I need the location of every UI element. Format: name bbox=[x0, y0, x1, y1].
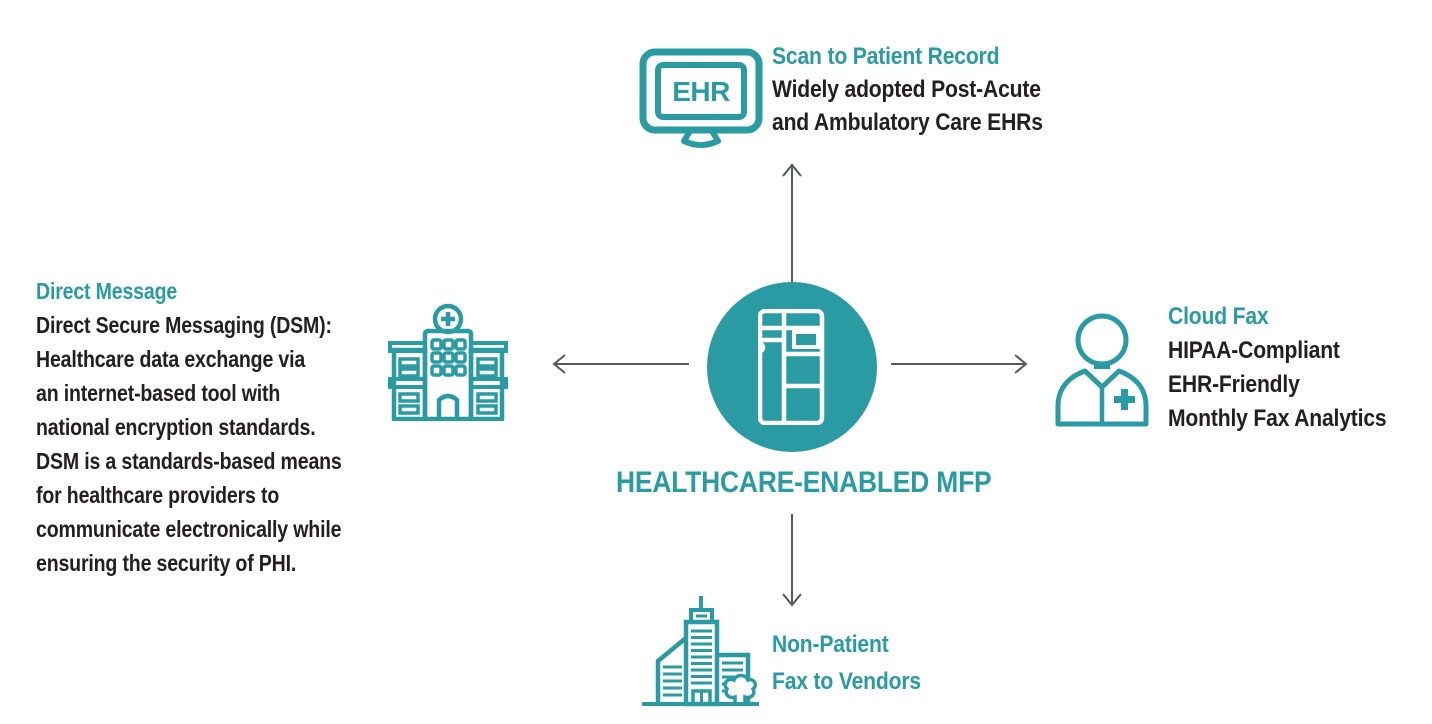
non-patient-fax-block: Non-Patient Fax to Vendors bbox=[772, 626, 921, 700]
scan-body-line: and Ambulatory Care EHRs bbox=[772, 109, 1043, 136]
direct-message-line: Healthcare data exchange via bbox=[36, 346, 306, 372]
arrow-up bbox=[782, 163, 802, 282]
doctor-icon bbox=[1055, 313, 1149, 427]
arrow-down bbox=[782, 514, 802, 607]
direct-message-line: Direct Secure Messaging (DSM): bbox=[36, 312, 332, 338]
scan-to-patient-record-heading: Scan to Patient Record bbox=[772, 43, 1000, 70]
ehr-monitor-icon: EHR bbox=[639, 48, 763, 148]
cloud-fax-heading: Cloud Fax bbox=[1168, 303, 1269, 330]
center-hub-label: HEALTHCARE-ENABLED MFP bbox=[616, 466, 992, 499]
cloud-fax-line: HIPAA-Compliant bbox=[1168, 337, 1340, 364]
tree-shape bbox=[723, 673, 757, 704]
direct-message-line: communicate electronically while bbox=[36, 516, 342, 542]
non-patient-heading-line: Non-Patient bbox=[772, 631, 889, 658]
direct-message-line: for healthcare providers to bbox=[36, 482, 280, 508]
scan-body-line: Widely adopted Post-Acute bbox=[772, 76, 1041, 103]
direct-message-line: DSM is a standards-based means bbox=[36, 448, 342, 474]
mfp-device-icon bbox=[758, 309, 825, 425]
direct-message-block: Direct Message Direct Secure Messaging (… bbox=[36, 274, 342, 580]
scan-to-patient-record-block: Scan to Patient Record Widely adopted Po… bbox=[772, 40, 1043, 139]
center-hub-circle bbox=[707, 282, 877, 452]
direct-message-line: an internet-based tool with bbox=[36, 380, 281, 406]
non-patient-heading-line: Fax to Vendors bbox=[772, 668, 921, 695]
direct-message-heading: Direct Message bbox=[36, 278, 178, 304]
direct-message-line: ensuring the security of PHI. bbox=[36, 550, 297, 576]
cloud-fax-line: Monthly Fax Analytics bbox=[1168, 405, 1387, 432]
direct-message-line: national encryption standards. bbox=[36, 414, 316, 440]
arrow-left bbox=[552, 354, 689, 374]
cloud-fax-line: EHR-Friendly bbox=[1168, 371, 1300, 398]
ehr-screen-label: EHR bbox=[672, 76, 730, 107]
arrow-right bbox=[891, 354, 1028, 374]
hospital-icon bbox=[388, 303, 508, 421]
cloud-fax-block: Cloud Fax HIPAA-Compliant EHR-Friendly M… bbox=[1168, 300, 1387, 436]
city-buildings-icon bbox=[642, 596, 759, 707]
